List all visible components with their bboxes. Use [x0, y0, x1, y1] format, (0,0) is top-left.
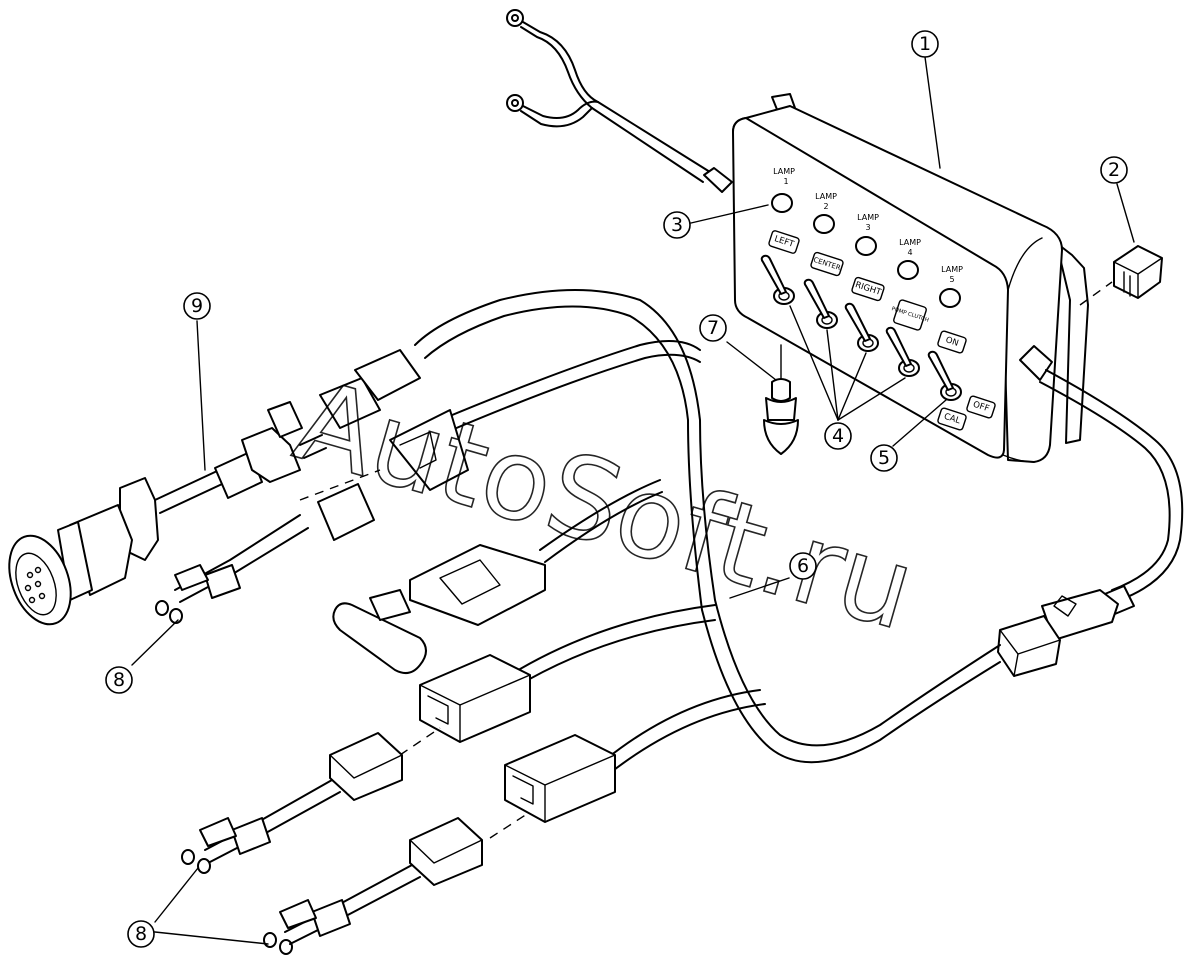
- lamp-4-word: LAMP: [899, 238, 921, 247]
- center-connectors: [332, 544, 546, 675]
- round-connector: [8, 401, 327, 626]
- control-box: LAMP 1 LAMP 2 LAMP 3 LAMP 4 LAMP 5 LEFT …: [732, 93, 1089, 463]
- callouts: 1 2 3 4 5 6 7 8 8 9: [105, 30, 1128, 948]
- lamp-3-num: 3: [865, 223, 870, 232]
- callout-8-lower: 8: [135, 923, 147, 945]
- lamp-1-word: LAMP: [773, 167, 795, 176]
- lamp-5-word: LAMP: [941, 265, 963, 274]
- callout-9: 9: [191, 295, 203, 317]
- power-leads: [506, 9, 733, 193]
- toggle-switches: [760, 254, 962, 401]
- lamp-2-num: 2: [823, 202, 828, 211]
- callout-3: 3: [671, 214, 683, 236]
- lower-connector-2: [489, 734, 616, 839]
- lower-connector-1: [399, 654, 531, 756]
- lamp-bulb: [763, 344, 799, 455]
- callout-7: 7: [707, 317, 719, 339]
- callout-2: 2: [1108, 159, 1120, 181]
- callout-1: 1: [919, 33, 931, 55]
- lamp-1-num: 1: [783, 177, 788, 186]
- connector-8-middle: [181, 732, 403, 874]
- callout-4: 4: [832, 425, 844, 447]
- lamp-5-num: 5: [949, 275, 954, 284]
- lamp-4-num: 4: [907, 248, 912, 257]
- branch-cables: [439, 340, 766, 774]
- on-label: ON: [944, 335, 960, 349]
- callout-8-upper: 8: [113, 669, 125, 691]
- leader-lines: [131, 56, 1135, 945]
- lamp-2-word: LAMP: [815, 192, 837, 201]
- connector-8-bottom: [263, 817, 483, 955]
- relay: [1079, 245, 1163, 306]
- connector-8-upper: [155, 469, 381, 624]
- cal-label: CAL: [943, 412, 962, 427]
- lamp-indicators: LAMP 1 LAMP 2 LAMP 3 LAMP 4 LAMP 5: [771, 167, 963, 308]
- lamp-3-word: LAMP: [857, 213, 879, 222]
- callout-5: 5: [878, 447, 890, 469]
- off-label: OFF: [972, 400, 991, 415]
- main-cable: [414, 289, 1184, 764]
- callout-6: 6: [797, 555, 809, 577]
- upper-connector-pair: [319, 349, 469, 491]
